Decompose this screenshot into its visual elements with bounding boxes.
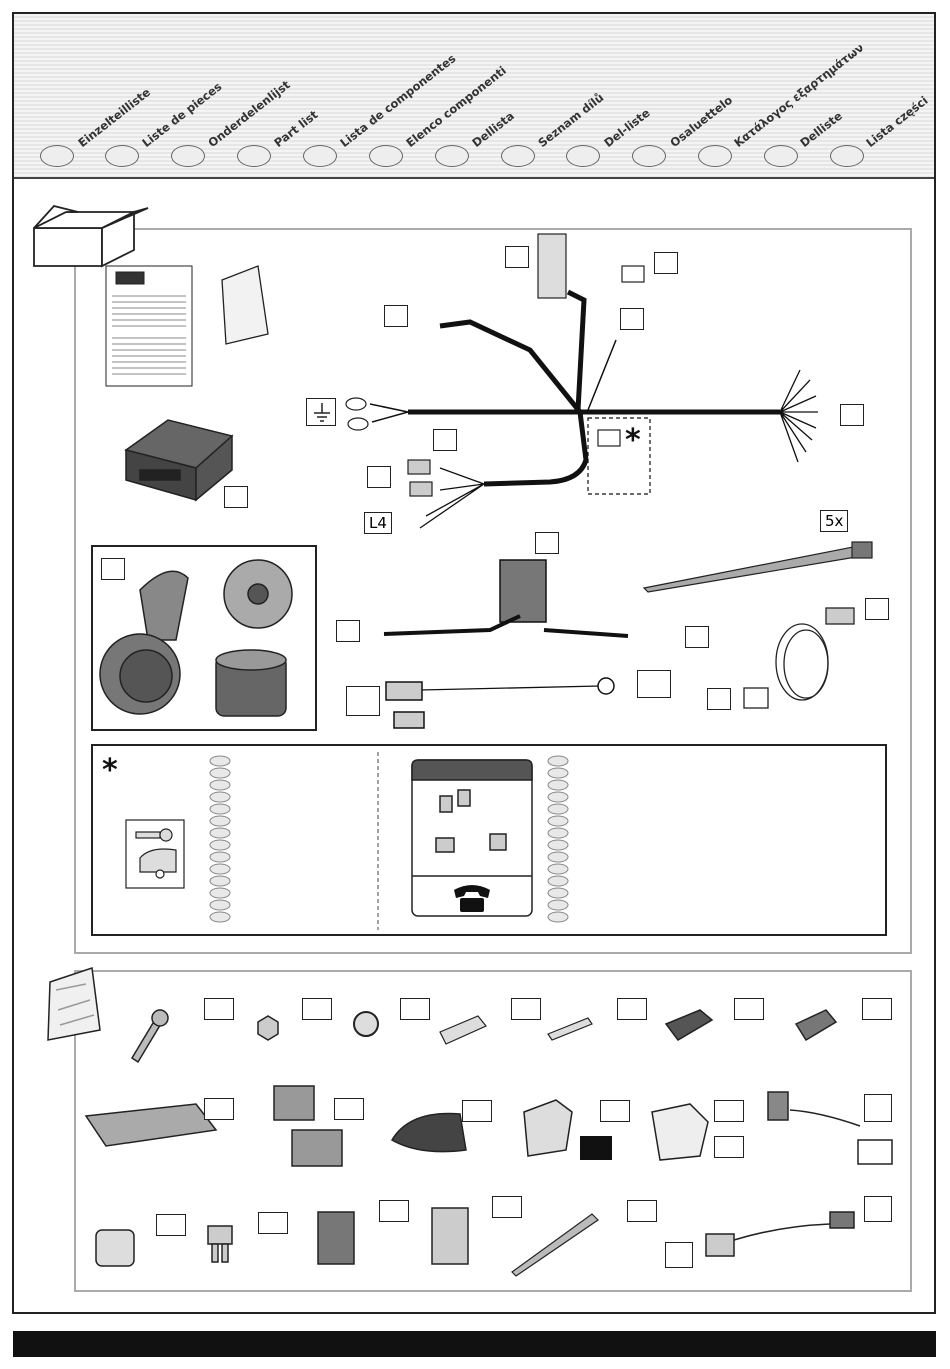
info-optional-marker: * [102,756,118,786]
bag-part-number-box [258,1212,288,1234]
connector-housing-part [666,1010,712,1040]
bag-part-number-box [379,1200,409,1222]
part-number-box [654,252,678,274]
part-number-box [620,308,644,330]
bag-part-number-box [617,998,647,1020]
footer-bar [13,1331,936,1357]
wiring-harness [370,292,818,528]
extension-cable [744,608,854,708]
instruction-sheet [106,266,192,386]
part-number-box [637,670,671,698]
part-number-box [505,246,529,268]
fuse-holder-part [274,1086,342,1166]
control-module [126,420,232,500]
screw-part [132,1010,168,1062]
bag-part-number-box [156,1214,186,1236]
bag-part-number-box [511,998,541,1020]
l4-label: L4 [364,512,392,534]
cable-tie-small-part [512,1214,598,1276]
part-number-box [384,305,408,327]
bag-part-number-box [665,1242,693,1268]
cap-part [96,1230,134,1266]
relay-cover-part [652,1104,708,1160]
box-icon [34,206,148,266]
part-number-box [433,429,457,451]
part-number-box [535,532,559,554]
connector-plug-part [796,1010,836,1040]
socket-gasket [224,560,292,628]
bag-part-number-box [600,1100,630,1122]
bag-part-number-box [302,998,332,1020]
socket-insert [216,650,286,716]
foam-pad-part [86,1104,216,1146]
fuse-tap-part [706,1212,854,1256]
part-number-box [346,686,380,716]
part-number-box [685,626,709,648]
female-terminal-part [440,1016,486,1044]
male-terminal-part [548,1018,592,1040]
bag-icon [48,968,100,1040]
bag-part-number-box [334,1098,364,1120]
part-number-box [224,486,248,508]
connector-block-light-part [432,1208,468,1264]
optional-marker: * [625,426,641,456]
cable-tie-quantity: 5x [820,510,848,532]
bag-part-number-box [864,1094,892,1122]
part-number-box [865,598,889,620]
bag-part-number-box [400,998,430,1020]
cable-tie [644,542,872,592]
bag-part-number-box [734,998,764,1020]
harness-connectors [346,234,644,496]
bag-part-number-box [627,1200,657,1222]
part-number-box [336,620,360,642]
relay-harness [384,560,628,728]
nut-part [258,1016,278,1040]
socket-cover-part [524,1100,572,1156]
bag-part-number-box [714,1136,744,1158]
small-bag-icon [222,266,268,344]
blade-fuse-part [208,1226,232,1262]
bag-part-number-box [492,1196,522,1218]
bag-part-number-box [462,1100,492,1122]
service-panel [412,760,532,916]
washer-part [354,1012,378,1036]
part-number-box [840,404,864,426]
bag-part-number-box [864,1196,892,1222]
bag-part-number-box [862,998,892,1020]
part-number-box [367,466,391,488]
bag-part-number-box [204,998,234,1020]
adhesive-tape-part [392,1114,466,1152]
ground-symbol-icon [306,398,336,426]
connector-block-part [318,1212,354,1264]
ground-symbol-drawing [307,399,337,427]
bag-part-number-box [714,1100,744,1122]
bag-part-number-box-dark [580,1136,612,1160]
bag-part-number-box [204,1098,234,1120]
part-number-box [101,558,125,580]
part-number-box [707,688,731,710]
